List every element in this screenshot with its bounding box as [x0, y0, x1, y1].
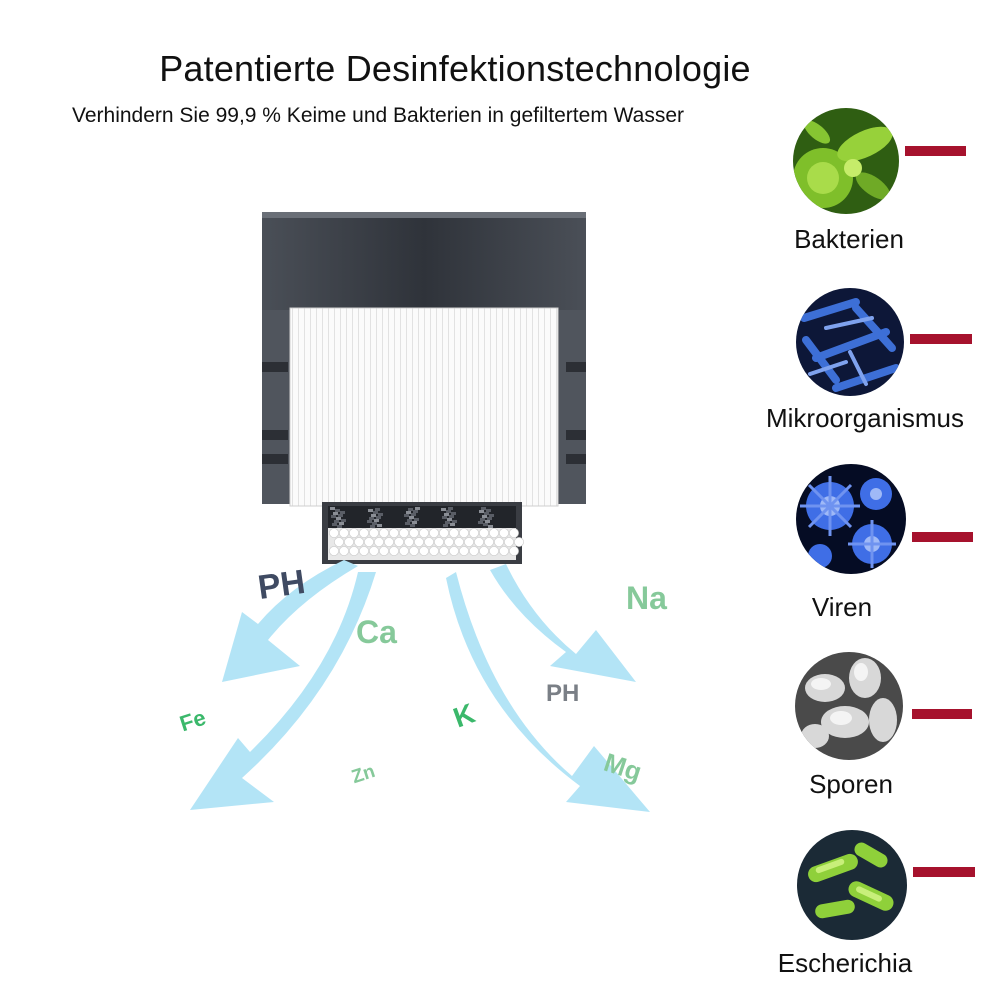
organism-label-escherichia: Escherichia — [777, 948, 913, 978]
viren-indicator-bar — [912, 532, 973, 542]
page-subtitle: Verhindern Sie 99,9 % Keime und Bakterie… — [72, 104, 685, 127]
escherichia-icon — [797, 830, 907, 940]
mineral-label-ph-bottom: PH — [546, 680, 580, 707]
filter-cartridge — [262, 212, 586, 564]
ceramic-beads — [329, 528, 524, 556]
spore-icon — [795, 652, 903, 760]
mineral-label-ca: Ca — [356, 614, 397, 650]
flow-arrow-1 — [222, 560, 358, 682]
flow-arrow-3 — [446, 572, 650, 812]
page-title: Patentierte Desinfektionstechnologie — [159, 48, 751, 89]
filter-cap — [262, 212, 586, 310]
flow-arrow-4 — [490, 564, 636, 682]
bakterien-indicator-bar — [905, 146, 966, 156]
organism-label-viren: Viren — [811, 592, 873, 622]
water-flow-arrows — [190, 560, 650, 812]
filter-membrane — [289, 307, 559, 507]
flow-arrow-2 — [190, 572, 376, 810]
sporen-indicator-bar — [912, 709, 972, 719]
microorganism-icon — [796, 288, 904, 396]
bacteria-icon — [793, 108, 899, 214]
virus-icon — [796, 464, 906, 574]
organism-label-sporen: Sporen — [809, 769, 893, 799]
escherichia-indicator-bar — [913, 867, 975, 877]
organism-label-mikroorganismus: Mikroorganismus — [766, 403, 964, 433]
mineral-label-na: Na — [626, 580, 667, 616]
carbon-granules — [330, 507, 494, 528]
organism-label-bakterien: Bakterien — [794, 224, 904, 254]
mineral-label-ph-top: PH — [255, 562, 308, 608]
mikroorganismus-indicator-bar — [910, 334, 972, 344]
